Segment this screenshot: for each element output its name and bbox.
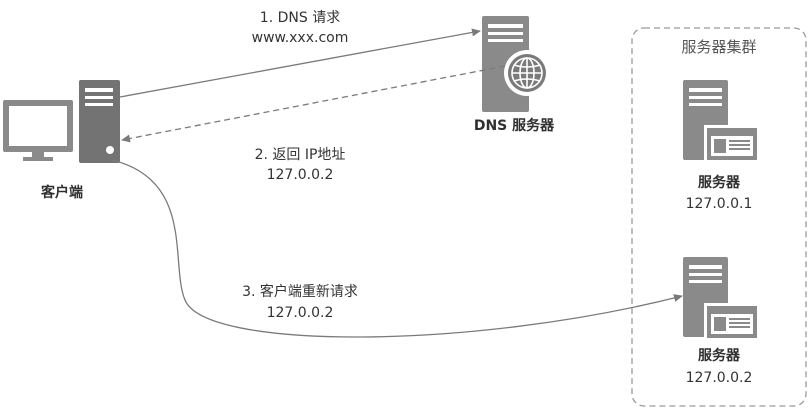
step-3-title: 3. 客户端重新请求 — [242, 283, 358, 300]
step-1-title: 1. DNS 请求 — [260, 10, 340, 26]
cluster-title: 服务器集群 — [681, 38, 756, 56]
dns-request-arrow — [119, 28, 481, 98]
client-label: 客户端 — [40, 184, 83, 201]
re-request-arrow — [111, 159, 683, 338]
server-2-ip: 127.0.0.2 — [686, 370, 753, 386]
server-window-icon — [683, 257, 760, 341]
step-1-detail: www.xxx.com — [252, 30, 349, 46]
server-1-ip: 127.0.0.1 — [686, 196, 753, 212]
server-2-label: 服务器 — [698, 347, 741, 364]
server-cluster-box — [631, 27, 807, 407]
server-window-icon — [683, 80, 760, 163]
dns-server-label: DNS 服务器 — [474, 117, 555, 134]
step-2-detail: 127.0.0.2 — [267, 167, 334, 183]
server-1-label: 服务器 — [698, 174, 741, 191]
step-2-title: 2. 返回 IP地址 — [255, 147, 346, 163]
server-globe-icon — [482, 16, 550, 112]
desktop-computer-icon — [3, 80, 120, 163]
step-3-detail: 127.0.0.2 — [267, 305, 334, 321]
dns-response-arrow — [121, 65, 506, 143]
